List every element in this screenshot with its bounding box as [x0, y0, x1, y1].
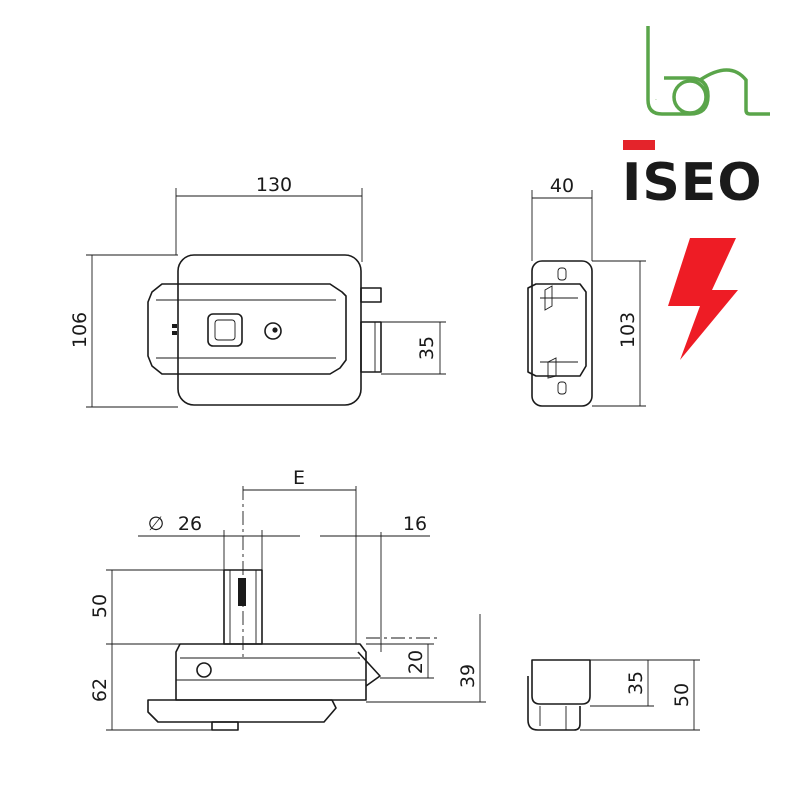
- iseo-accent-bar: [623, 140, 655, 150]
- dimension-62-label: 62: [89, 678, 111, 702]
- side-view: 40 103: [527, 175, 646, 407]
- bal-logo: bal: [646, 26, 770, 116]
- keeper-view: 35 50: [527, 659, 700, 731]
- top-view: E ∅ 26 16 50 62 20 39: [89, 467, 486, 731]
- front-view: 130 106 35: [69, 174, 446, 408]
- dimension-keeper-50-label: 50: [671, 683, 693, 707]
- dimension-50-left-label: 50: [89, 594, 111, 618]
- dimension-35-label: 35: [416, 336, 438, 360]
- dimension-16-label: 16: [403, 513, 427, 535]
- bal-logo-text: bal: [655, 99, 657, 101]
- dimension-20-label: 20: [405, 650, 427, 674]
- iseo-logo: ISEO: [622, 140, 763, 213]
- dimension-E-label: E: [293, 467, 305, 489]
- dimension-103-label: 103: [617, 312, 639, 348]
- dimension-39-label: 39: [457, 664, 479, 688]
- dimension-130-label: 130: [256, 174, 292, 196]
- dimension-keeper-35-label: 35: [625, 671, 647, 695]
- dimension-26-label: 26: [178, 513, 202, 535]
- dimension-40-label: 40: [550, 175, 574, 197]
- iseo-logo-text: ISEO: [622, 153, 763, 213]
- dimension-106-label: 106: [69, 312, 91, 348]
- lightning-bolt-icon: [668, 238, 738, 360]
- diameter-symbol: ∅: [148, 513, 165, 535]
